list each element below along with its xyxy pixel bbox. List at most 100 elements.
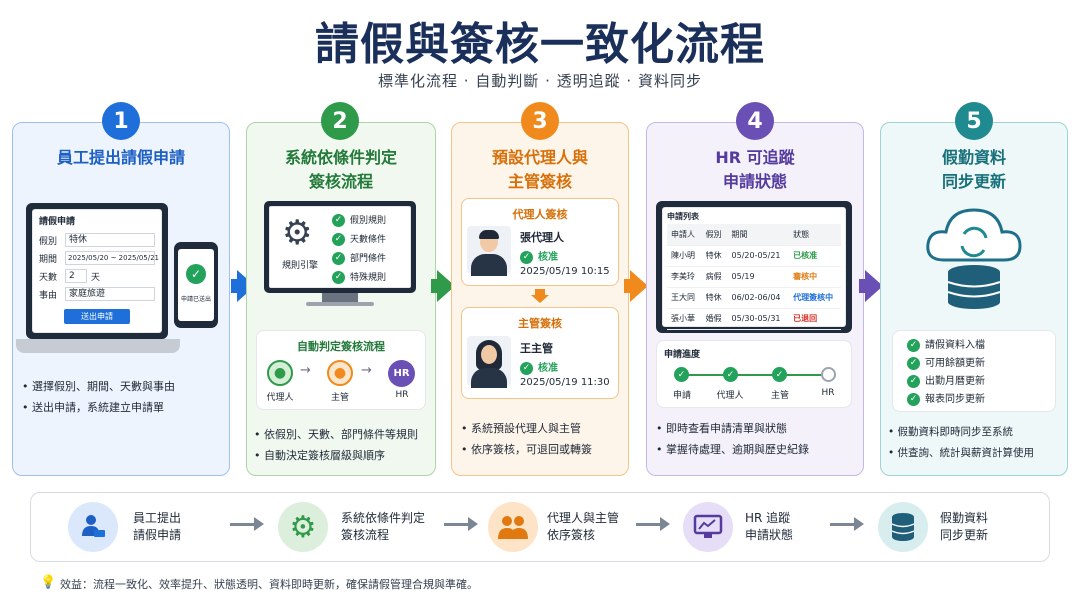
progress-label: 主管 <box>770 391 789 401</box>
rule-item: ✓特殊規則 <box>332 269 412 288</box>
form-row-period: 期間 2025/05/20 ~ 2025/05/21 <box>39 249 159 267</box>
step-4-title: HR 可追蹤 申請狀態 <box>715 148 795 191</box>
phone-screen <box>178 249 214 321</box>
database-icon <box>878 502 928 552</box>
form-row-reason: 事由 家庭旅遊 <box>39 285 155 303</box>
request-table: 申請人 假別 期間 狀態 陳小明 特休 05/20-05/21 已核准 李美玲 … <box>667 224 841 330</box>
sync-item: ✓出勤月曆更新 <box>907 373 1055 391</box>
progress-label: 代理人 <box>716 391 744 401</box>
summary-arrow-head <box>854 517 864 531</box>
summary-arrow-head <box>468 517 478 531</box>
monitor-stand <box>322 293 358 303</box>
flow-arrow-4-head <box>865 270 883 302</box>
phone-submitted-label: 申請已送出 <box>180 296 211 303</box>
table-row[interactable]: 張小華 婚假 05/30-05/31 已退回 <box>667 308 841 330</box>
summary-arrow-head <box>254 517 264 531</box>
summary-step-3: 代理人與主管 依序簽核 <box>547 511 620 542</box>
flow-arrow-2-head <box>437 270 455 302</box>
arrow-right-icon: → <box>361 363 372 378</box>
sync-item: ✓報表同步更新 <box>907 391 1055 409</box>
step-3-title: 預設代理人與 主管簽核 <box>491 148 588 191</box>
summary-arrow-head <box>660 517 670 531</box>
period-input[interactable]: 2025/05/20 ~ 2025/05/21 <box>65 251 159 265</box>
check-icon: ✓ <box>520 250 533 264</box>
auto-flow-heading: 自動判定簽核流程 <box>297 340 385 353</box>
female-avatar-icon <box>467 336 511 388</box>
rule-item: ✓部門條件 <box>332 250 412 269</box>
leave-form: 請假申請 假別 特休 期間 2025/05/20 ~ 2025/05/21 天數… <box>32 209 162 333</box>
leave-type-select[interactable]: 特休 <box>65 233 155 247</box>
monitor-chart-icon <box>683 502 733 552</box>
person-icon: ● <box>327 360 353 386</box>
reason-input[interactable]: 家庭旅遊 <box>65 287 155 301</box>
progress-track <box>682 374 828 376</box>
manager-approval-heading: 主管簽核 <box>518 317 562 330</box>
check-icon: ✓ <box>520 361 533 375</box>
leave-form-heading: 請假申請 <box>39 217 76 227</box>
check-icon: ✓ <box>907 374 920 388</box>
manager-name: 王主管 <box>520 342 553 355</box>
request-list-heading: 申請列表 <box>667 212 699 221</box>
gear-icon: ⚙ <box>282 213 313 253</box>
status-badge: 已退回 <box>789 308 841 330</box>
users-icon <box>488 502 538 552</box>
benefit-text: 效益：流程一致化、效率提升、狀態透明、資料即時更新，確保請假管理合規與準確。 <box>60 578 478 591</box>
flow-node-manager-label: 主管 <box>330 393 349 403</box>
table-row[interactable]: 李美玲 病假 05/19 審核中 <box>667 266 841 288</box>
page-subtitle: 標準化流程 · 自動判斷 · 透明追蹤 · 資料同步 <box>378 72 702 90</box>
check-icon: ✓ <box>332 252 345 265</box>
progress-step-pending-icon <box>821 367 836 382</box>
agent-name: 張代理人 <box>520 231 564 244</box>
status-badge: 代理簽核中 <box>789 287 841 309</box>
page-title: 請假與簽核一致化流程 <box>315 19 765 70</box>
summary-step-4: HR 追蹤 申請狀態 <box>745 511 794 542</box>
summary-arrow <box>830 523 854 526</box>
step-4-bullets: 即時查看申請清單與狀態 掌握待處理、逾期與歷史紀錄 <box>656 418 862 460</box>
summary-arrow <box>230 523 254 526</box>
manager-time: 2025/05/19 11:30 <box>520 377 610 388</box>
summary-step-2: 系統依條件判定 簽核流程 <box>341 511 426 542</box>
flow-node-hr-label: HR <box>395 390 409 400</box>
agent-status: ✓核准 <box>520 248 558 264</box>
flow-arrow-4 <box>859 279 865 293</box>
hr-badge-icon: HR <box>388 360 415 387</box>
arrow-down-icon <box>535 289 545 295</box>
progress-step-done-icon: ✓ <box>674 367 689 382</box>
table-row[interactable]: 陳小明 特休 05/20-05/21 已核准 <box>667 245 841 267</box>
user-laptop-icon <box>68 502 118 552</box>
agent-time: 2025/05/19 10:15 <box>520 266 610 277</box>
step-5-bullets: 假勤資料即時同步至系統 供查詢、統計與薪資計算使用 <box>888 422 1066 464</box>
summary-arrow <box>636 523 660 526</box>
days-input[interactable]: 2 <box>65 269 87 283</box>
step-1-number: 1 <box>102 102 140 140</box>
rule-list: ✓假別規則 ✓天數條件 ✓部門條件 ✓特殊規則 <box>332 212 412 288</box>
lightbulb-icon: 💡 <box>40 575 57 590</box>
summary-arrow <box>444 523 468 526</box>
summary-step-1: 員工提出 請假申請 <box>133 511 182 542</box>
table-row[interactable]: 王大同 特休 06/02-06/04 代理簽核中 <box>667 287 841 309</box>
step-2-bullets: 依假別、天數、部門條件等規則 自動決定簽核層級與順序 <box>254 424 434 466</box>
arrow-right-icon: → <box>300 363 311 378</box>
flow-arrow-3-head <box>630 270 648 302</box>
gear-icon: ⚙ <box>278 502 328 552</box>
agent-approval-heading: 代理人簽核 <box>512 208 568 221</box>
step-2-number: 2 <box>321 102 359 140</box>
check-icon: ✓ <box>907 392 920 406</box>
check-circle-icon: ✓ <box>186 264 206 284</box>
male-avatar-icon <box>467 226 511 276</box>
progress-label: 申請 <box>672 391 691 401</box>
submit-button[interactable]: 送出申請 <box>64 309 130 324</box>
step-4-number: 4 <box>736 102 774 140</box>
request-list-panel: 申請列表 申請人 假別 期間 狀態 陳小明 特休 05/20-05/21 已核准… <box>662 207 846 330</box>
arrow-down-head <box>531 295 549 303</box>
step-3-bullets: 系統預設代理人與主管 依序簽核，可退回或轉簽 <box>461 418 627 460</box>
sync-item: ✓可用餘額更新 <box>907 355 1055 373</box>
step-1-bullets: 選擇假別、期間、天數與事由 送出申請，系統建立申請單 <box>22 376 226 418</box>
check-icon: ✓ <box>332 214 345 227</box>
form-row-days: 天數 2 天 <box>39 269 101 283</box>
rule-item: ✓天數條件 <box>332 231 412 250</box>
check-icon: ✓ <box>332 233 345 246</box>
flow-arrow-2 <box>431 279 437 293</box>
monitor-foot <box>306 302 374 306</box>
sync-item: ✓請假資料入檔 <box>907 337 1055 355</box>
